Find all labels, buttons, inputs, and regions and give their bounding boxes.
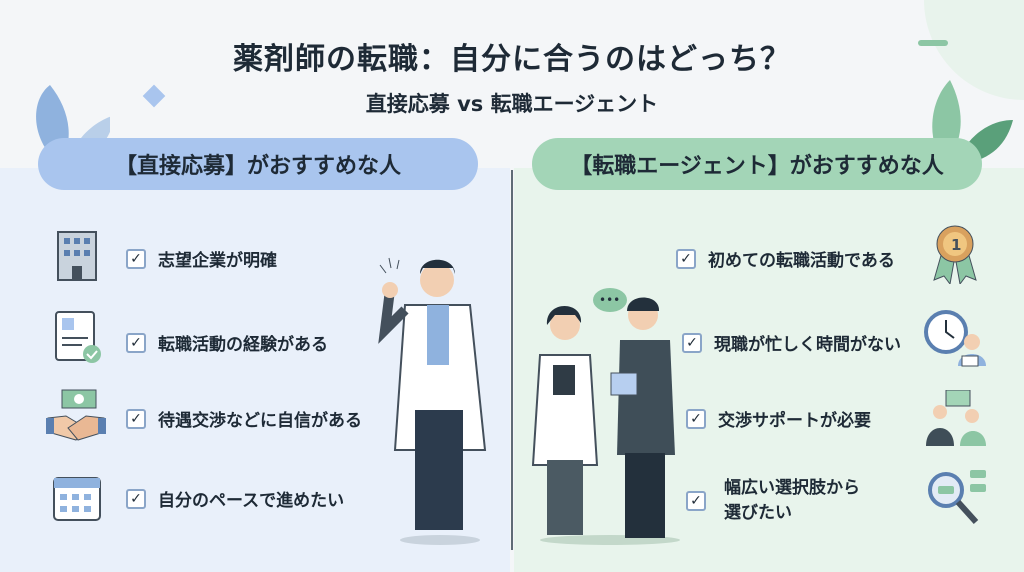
item-label-line2: 選びたい — [724, 503, 792, 523]
checkbox-icon: ✓ — [126, 488, 146, 509]
calendar-icon — [53, 477, 101, 521]
svg-text:•••: ••• — [599, 293, 620, 307]
building-icon — [57, 231, 97, 281]
item-label: 待遇交渉などに自信がある — [158, 411, 362, 431]
checkbox-icon: ✓ — [126, 332, 146, 353]
page-title: 薬剤師の転職：自分に合うのはどっち？ — [233, 42, 791, 77]
consultation-illustration: ••• — [531, 288, 680, 545]
medal-icon: 1 — [933, 225, 977, 284]
medal-number: 1 — [951, 236, 961, 254]
checkbox-icon: ✓ — [126, 408, 146, 429]
item-label: 現職が忙しく時間がない — [714, 335, 901, 355]
resume-icon — [55, 311, 101, 363]
checkbox-icon: ✓ — [676, 248, 696, 269]
list-item: ✓ 幅広い選択肢から選びたい — [686, 476, 860, 526]
search-icon — [928, 470, 986, 525]
item-label: 初めての転職活動である — [708, 251, 895, 271]
list-item: ✓ 待遇交渉などに自信がある — [126, 406, 362, 431]
checkbox-icon: ✓ — [686, 491, 706, 511]
item-label: 幅広い選択肢から選びたい — [724, 476, 860, 526]
list-item: ✓ 交渉サポートが必要 — [686, 406, 871, 431]
checkbox-icon: ✓ — [682, 332, 702, 353]
divider — [511, 170, 513, 550]
direct-application-heading: 【直接応募】がおすすめな人 — [38, 138, 478, 190]
list-item: ✓ 転職活動の経験がある — [126, 330, 328, 355]
pharmacist-illustration — [378, 257, 487, 545]
agent-heading: 【転職エージェント】がおすすめな人 — [532, 138, 982, 190]
list-item: ✓ 志望企業が明確 — [126, 246, 277, 271]
clock-icon — [924, 310, 986, 367]
handshake-icon — [46, 389, 106, 441]
list-item: ✓ 現職が忙しく時間がない — [682, 330, 901, 355]
item-label-line1: 幅広い選択肢から — [724, 478, 860, 498]
item-label: 自分のペースで進めたい — [158, 491, 345, 511]
item-label: 志望企業が明確 — [158, 251, 277, 271]
list-item: ✓ 初めての転職活動である — [676, 246, 895, 271]
list-item: ✓ 自分のペースで進めたい — [126, 486, 344, 511]
consultation-icon — [926, 390, 986, 446]
dash-decoration — [918, 40, 948, 46]
page-subtitle: 直接応募 vs 転職エージェント — [365, 92, 659, 116]
item-label: 転職活動の経験がある — [158, 335, 328, 355]
checkbox-icon: ✓ — [686, 408, 706, 429]
checkbox-icon: ✓ — [126, 248, 146, 269]
item-label: 交渉サポートが必要 — [718, 411, 871, 431]
